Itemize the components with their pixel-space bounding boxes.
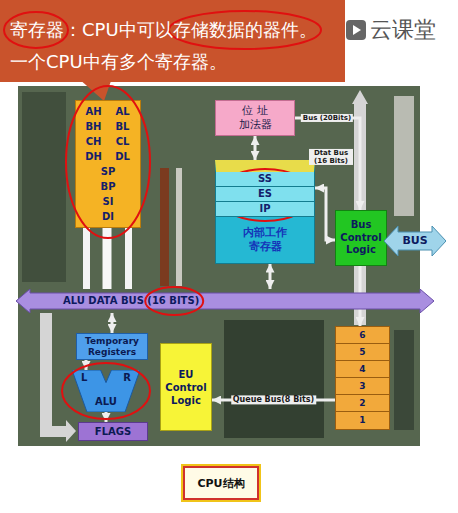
register-name: DH	[85, 151, 102, 163]
register-name: SP	[101, 166, 116, 178]
board-area	[22, 92, 66, 282]
adder-label: 位 址 加法器	[237, 104, 273, 132]
register-name: SS	[216, 172, 314, 187]
bus-label-patch: Dtat Bus (16 Bits)	[309, 149, 353, 165]
bus-connector	[269, 264, 272, 289]
watermark-holder: 云课堂	[370, 17, 436, 43]
address-adder-box: 位 址 加法器	[215, 100, 295, 136]
bus-label: BUS	[402, 234, 427, 247]
register-name: DL	[115, 151, 130, 163]
alu-label: ALU	[81, 396, 131, 408]
register-name: SI	[103, 196, 114, 208]
bus-label: ALU DATA BUS (16 BITS)	[63, 295, 199, 307]
queue-slot-number: 6	[336, 327, 389, 344]
register-name: BH	[86, 121, 102, 133]
register-name: DI	[102, 211, 114, 223]
alu-shape: L R ALU	[72, 370, 140, 412]
watermark-icon	[346, 20, 366, 40]
register-pillar	[125, 226, 132, 289]
bus-label: Bus (20Bits)	[303, 114, 351, 122]
register-name: CH	[86, 136, 102, 148]
board-connector	[394, 96, 414, 216]
box-label: EU Control Logic	[164, 368, 208, 407]
register-name: BL	[116, 121, 130, 133]
bus-arrow: BUS	[384, 226, 446, 256]
board-slot	[160, 168, 169, 286]
callout-box: 寄存器：CPU中可以存储数据的器件。 一个CPU中有多个寄存器。	[0, 0, 345, 82]
motherboard	[18, 86, 420, 446]
annotation-circle	[4, 12, 68, 48]
alu-label: L	[81, 372, 87, 384]
bus-label: Queue Bus(8 Bits)	[233, 395, 314, 404]
watermark-icon	[353, 25, 361, 35]
annotation-circle	[145, 287, 203, 315]
alu-shape-outline	[72, 370, 140, 412]
board-slot	[176, 168, 182, 286]
bus-control-box: Bus Control Logic	[335, 210, 387, 266]
bus-label-patch: Queue Bus(8 Bits)	[231, 395, 316, 404]
register-pillar	[83, 226, 90, 289]
alu-data-bus-outline	[16, 289, 434, 313]
eu-control-box: EU Control Logic	[160, 343, 212, 431]
register-group-label: 内部工作 寄存器	[240, 226, 290, 255]
caption-box: CPU结构	[183, 466, 259, 500]
register-name: BP	[101, 181, 116, 193]
annotation-circle	[217, 169, 313, 221]
watermark-text: 云课堂	[370, 17, 436, 43]
box-label: Temporary Registers	[79, 336, 145, 357]
alu-data-bus: ALU DATA BUS (16 BITS)	[16, 289, 434, 313]
segment-register-block: SSESIP 内部工作 寄存器	[215, 160, 315, 264]
register-block: AH AL BH BL CH CL DH DL SP BP SI DI	[75, 100, 141, 228]
bus-arrow-outline	[384, 226, 446, 256]
callout-text: 寄存器：CPU中可以存储数据的器件。 一个CPU中有多个寄存器。	[10, 14, 325, 78]
bus-connector	[254, 136, 257, 160]
temporary-registers-box: Temporary Registers	[76, 333, 148, 360]
register-name: AL	[115, 106, 129, 118]
register-name: AH	[85, 106, 101, 118]
alu-label: R	[123, 372, 131, 384]
queue-slot-number: 4	[336, 361, 389, 378]
box-label: FLAGS	[95, 426, 131, 438]
bus-connector	[105, 412, 108, 422]
figure-caption: CPU结构	[197, 476, 244, 491]
bus-connector	[315, 188, 335, 240]
bus-label: Dtat Bus (16 Bits)	[311, 149, 351, 165]
bus-label-patch: Bus (20Bits)	[301, 114, 353, 122]
instruction-queue: 654321	[335, 326, 390, 430]
queue-slot-number: 1	[336, 412, 389, 429]
register-name: ES	[216, 187, 314, 202]
flags-box: FLAGS	[78, 422, 148, 441]
flags-arrow	[40, 313, 76, 442]
board-area	[394, 330, 414, 430]
board-area	[224, 320, 324, 438]
queue-slot-number: 3	[336, 378, 389, 395]
queue-slot-number: 5	[336, 344, 389, 361]
register-name: CL	[116, 136, 130, 148]
box-label: Bus Control Logic	[339, 219, 383, 257]
annotation-circle	[62, 363, 150, 419]
bus-connector	[111, 313, 114, 333]
queue-slot-number: 2	[336, 395, 389, 412]
annotation-circle	[66, 86, 150, 238]
register-name: IP	[216, 202, 314, 217]
annotation-circle	[169, 11, 321, 49]
